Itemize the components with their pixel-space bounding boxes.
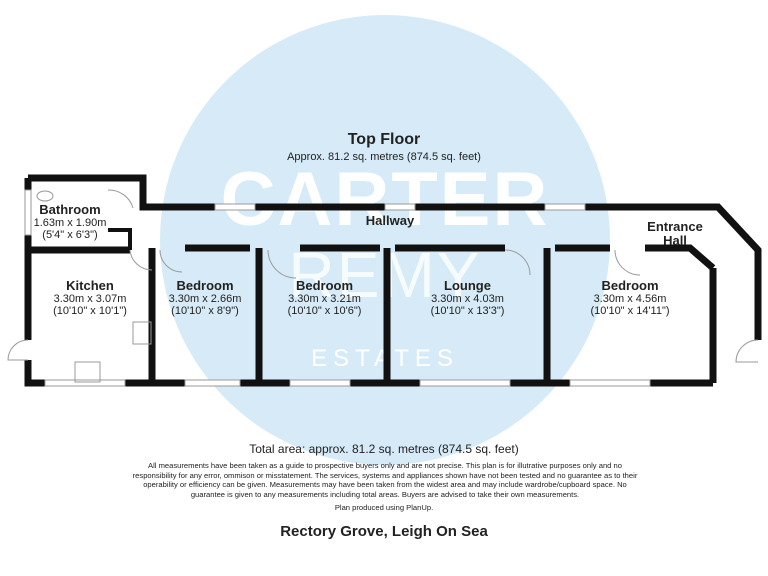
watermark-circle: [160, 15, 610, 465]
room-bedroom-3: Bedroom 3.30m x 4.56m (10'10" x 14'11"): [590, 278, 670, 317]
room-kitchen: Kitchen 3.30m x 3.07m (10'10" x 10'1"): [53, 278, 127, 317]
floor-area: Approx. 81.2 sq. metres (874.5 sq. feet): [287, 151, 481, 163]
disclaimer: All measurements have been taken as a gu…: [132, 461, 638, 499]
room-bedroom-1: Bedroom 3.30m x 2.66m (10'10" x 8'9"): [168, 278, 242, 317]
room-bathroom: Bathroom 1.63m x 1.90m (5'4" x 6'3"): [33, 202, 107, 241]
room-entrance-hall: Entrance Hall: [647, 219, 703, 248]
room-lounge: Lounge 3.30m x 4.03m (10'10" x 13'3"): [430, 278, 505, 317]
windows: [24, 189, 651, 387]
doors: [7, 189, 759, 383]
watermark-carter: CARTER: [220, 157, 550, 242]
total-area: Total area: approx. 81.2 sq. metres (874…: [249, 442, 519, 456]
room-hallway: Hallway: [365, 213, 415, 228]
floor-title: Top Floor: [347, 131, 421, 148]
room-bedroom-2: Bedroom 3.30m x 3.21m (10'10" x 10'6"): [287, 278, 362, 317]
plan-produced: Plan produced using PlanUp.: [334, 503, 434, 512]
watermark-estates: ESTATES: [311, 345, 459, 372]
property-address: Rectory Grove, Leigh On Sea: [280, 523, 488, 540]
